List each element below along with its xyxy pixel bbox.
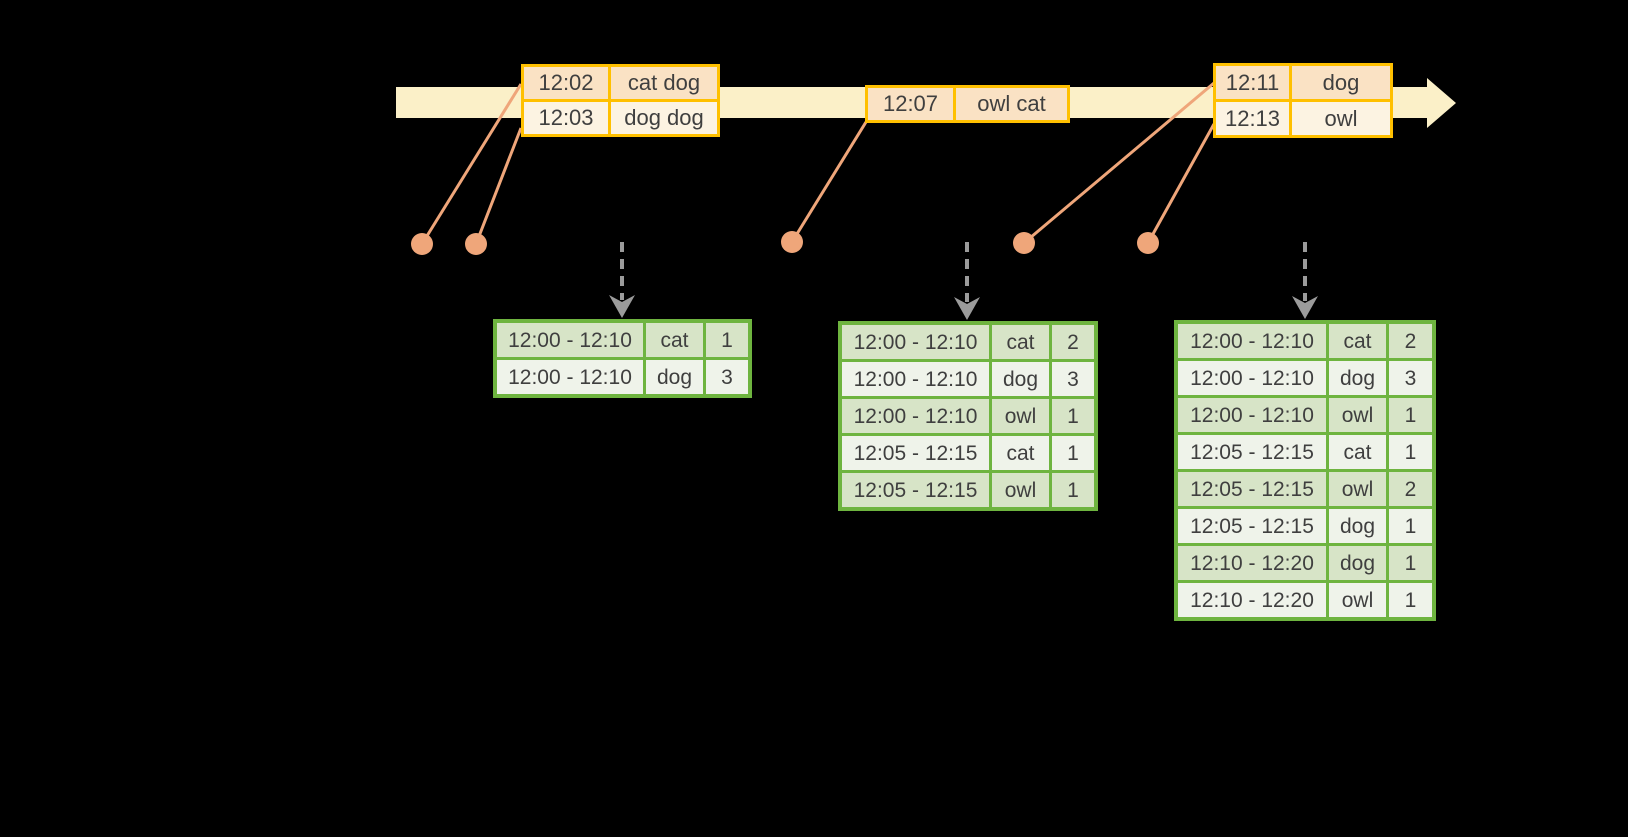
down-arrow-icon	[1292, 296, 1318, 319]
result-window: 12:00 - 12:10	[842, 362, 989, 396]
connector-12-11	[1023, 81, 1215, 245]
connector-12-03	[474, 127, 523, 245]
result-word: cat	[992, 436, 1049, 470]
result-window: 12:00 - 12:10	[842, 399, 989, 433]
result-count: 1	[1389, 435, 1432, 469]
result-count: 1	[1052, 399, 1094, 433]
result-count: 1	[1389, 546, 1432, 580]
event-time: 12:13	[1216, 102, 1289, 135]
trigger-arrows	[609, 242, 1318, 320]
result-word: owl	[992, 473, 1049, 507]
result-window: 12:05 - 12:15	[842, 473, 989, 507]
result-word: dog	[1329, 509, 1386, 543]
result-count: 2	[1052, 325, 1094, 359]
event-connector-lines	[420, 81, 1216, 245]
result-word: cat	[992, 325, 1049, 359]
result-count: 2	[1389, 472, 1432, 506]
event-time: 12:03	[524, 102, 608, 134]
result-word: dog	[992, 362, 1049, 396]
event-words: owl	[1292, 102, 1390, 135]
result-window: 12:00 - 12:10	[1178, 398, 1326, 432]
result-window: 12:05 - 12:15	[1178, 509, 1326, 543]
result-count: 2	[1389, 324, 1432, 358]
result-window: 12:05 - 12:15	[842, 436, 989, 470]
event-dot-icon	[411, 233, 433, 255]
event-dot-icon	[1137, 232, 1159, 254]
event-dot-icon	[465, 233, 487, 255]
down-arrow-icon	[609, 295, 635, 318]
result-count: 1	[706, 323, 748, 357]
event-dot-icon	[1013, 232, 1035, 254]
result-count: 3	[706, 360, 748, 394]
result-window: 12:05 - 12:15	[1178, 472, 1326, 506]
event-table-1: 12:02 cat dog 12:03 dog dog	[521, 64, 720, 137]
result-count: 1	[1389, 509, 1432, 543]
result-word: cat	[1329, 435, 1386, 469]
event-dot-icon	[781, 231, 803, 253]
result-word: owl	[1329, 583, 1386, 617]
timeline-arrow-icon	[1427, 78, 1456, 128]
event-time: 12:07	[868, 88, 953, 120]
result-word: owl	[1329, 472, 1386, 506]
result-window: 12:05 - 12:15	[1178, 435, 1326, 469]
result-word: cat	[1329, 324, 1386, 358]
connector-12-07	[790, 121, 868, 243]
result-word: owl	[992, 399, 1049, 433]
event-table-3: 12:11 dog 12:13 owl	[1213, 63, 1393, 138]
result-word: dog	[1329, 546, 1386, 580]
result-count: 1	[1389, 398, 1432, 432]
event-time: 12:11	[1216, 66, 1289, 99]
result-word: owl	[1329, 398, 1386, 432]
event-table-2: 12:07 owl cat	[865, 85, 1070, 123]
result-word: cat	[646, 323, 703, 357]
result-window: 12:10 - 12:20	[1178, 546, 1326, 580]
down-arrow-icon	[954, 297, 980, 320]
result-window: 12:00 - 12:10	[1178, 324, 1326, 358]
result-table-3: 12:00 - 12:10 cat 2 12:00 - 12:10 dog 3 …	[1174, 320, 1436, 621]
result-window: 12:10 - 12:20	[1178, 583, 1326, 617]
event-markers	[411, 231, 1159, 255]
result-word: dog	[646, 360, 703, 394]
event-time: 12:02	[524, 67, 608, 99]
result-window: 12:00 - 12:10	[842, 325, 989, 359]
event-words: dog dog	[611, 102, 717, 134]
result-table-2: 12:00 - 12:10 cat 2 12:00 - 12:10 dog 3 …	[838, 321, 1098, 511]
result-window: 12:00 - 12:10	[1178, 361, 1326, 395]
connector-12-13	[1146, 123, 1216, 244]
result-window: 12:00 - 12:10	[497, 323, 643, 357]
result-count: 1	[1052, 473, 1094, 507]
connector-12-02	[420, 83, 523, 245]
event-words: dog	[1292, 66, 1390, 99]
result-word: dog	[1329, 361, 1386, 395]
result-count: 3	[1389, 361, 1432, 395]
event-words: cat dog	[611, 67, 717, 99]
result-count: 1	[1389, 583, 1432, 617]
result-window: 12:00 - 12:10	[497, 360, 643, 394]
event-words: owl cat	[956, 88, 1067, 120]
result-count: 1	[1052, 436, 1094, 470]
result-count: 3	[1052, 362, 1094, 396]
result-table-1: 12:00 - 12:10 cat 1 12:00 - 12:10 dog 3	[493, 319, 752, 398]
